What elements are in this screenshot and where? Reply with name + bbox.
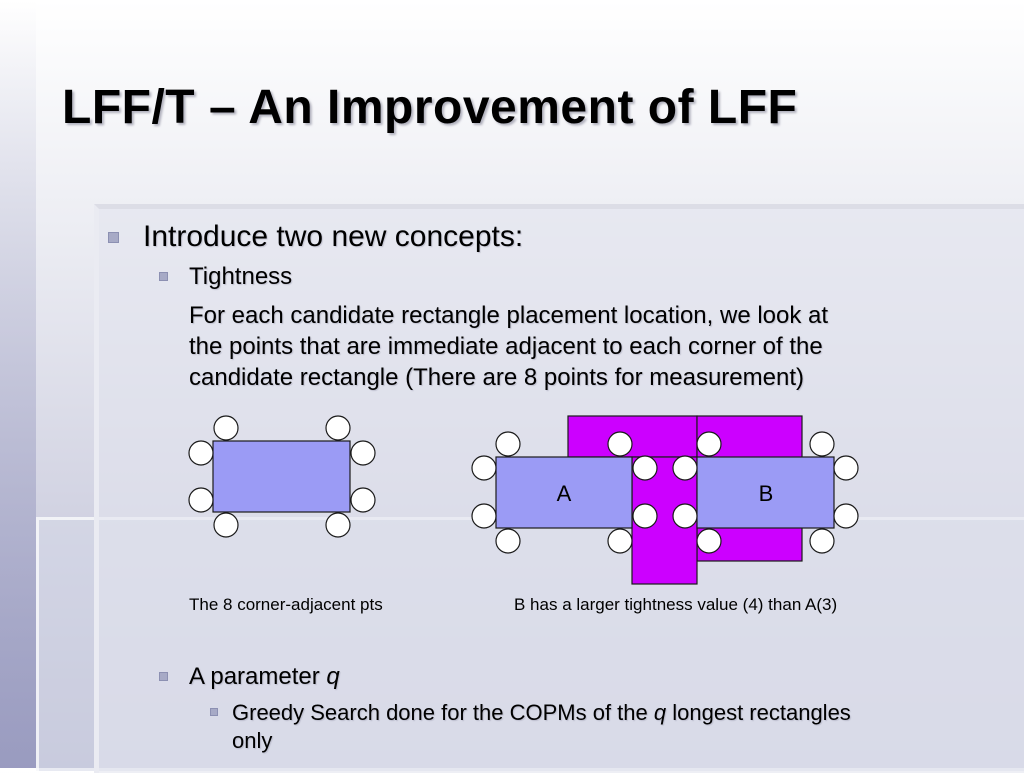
corner-point — [213, 415, 239, 441]
label-b: B — [759, 481, 774, 506]
corner-point — [632, 455, 658, 481]
corner-point — [350, 440, 376, 466]
corner-point — [213, 512, 239, 538]
tightness-description-line: candidate rectangle (There are 8 points … — [189, 364, 804, 391]
tightness-description-line: the points that are immediate adjacent t… — [189, 333, 823, 360]
greedy-search-text-line2: only — [232, 728, 273, 753]
bullet-square-icon — [108, 232, 119, 243]
corner-point — [607, 431, 633, 457]
corner-point — [188, 440, 214, 466]
greedy-search-text-end: longest rectangles — [666, 700, 851, 725]
corner-point — [833, 455, 859, 481]
candidate-rectangle-a — [495, 456, 633, 529]
corner-point — [809, 528, 835, 554]
corner-point — [325, 415, 351, 441]
corner-point — [696, 431, 722, 457]
sub-sub-bullet-greedy-search: Greedy Search done for the COPMs of the … — [232, 699, 851, 755]
parameter-q-variable: q — [326, 663, 340, 690]
greedy-q-variable: q — [653, 700, 667, 725]
left-gradient-band — [0, 0, 36, 768]
corner-point — [833, 503, 859, 529]
corner-point — [696, 528, 722, 554]
bullet-introduce-concepts: Introduce two new concepts: — [143, 220, 524, 253]
example-corner-points — [188, 415, 376, 538]
sub-bullet-parameter-q: A parameter q — [189, 663, 340, 691]
bullet-square-icon — [210, 708, 218, 716]
corner-point — [809, 431, 835, 457]
corner-point — [471, 455, 497, 481]
candidate-rectangle — [212, 440, 351, 513]
corner-point — [188, 487, 214, 513]
caption-corner-points: The 8 corner-adjacent pts — [189, 595, 383, 614]
sub-bullet-tightness: Tightness — [189, 263, 293, 290]
example-a-vs-b: A B — [471, 415, 859, 585]
tightness-description: For each candidate rectangle placement l… — [189, 300, 828, 393]
corner-point — [471, 503, 497, 529]
corner-point — [495, 431, 521, 457]
slide-title: LFF/T – An Improvement of LFF — [62, 81, 798, 134]
corner-point — [672, 503, 698, 529]
corner-point — [672, 455, 698, 481]
bullet-square-icon — [159, 672, 168, 681]
corner-point — [607, 528, 633, 554]
tightness-description-line: For each candidate rectangle placement l… — [189, 302, 829, 329]
placed-rectangle — [567, 415, 698, 458]
corner-point — [350, 487, 376, 513]
caption-tightness-comparison: B has a larger tightness value (4) than … — [514, 595, 838, 614]
candidate-rectangle-b — [696, 456, 835, 529]
parameter-text: A parameter — [189, 663, 327, 690]
bullet-square-icon — [159, 272, 168, 281]
corner-point — [325, 512, 351, 538]
corner-point — [632, 503, 658, 529]
corner-point — [495, 528, 521, 554]
label-a: A — [557, 481, 572, 506]
greedy-search-text: Greedy Search done for the COPMs of the — [232, 700, 654, 725]
